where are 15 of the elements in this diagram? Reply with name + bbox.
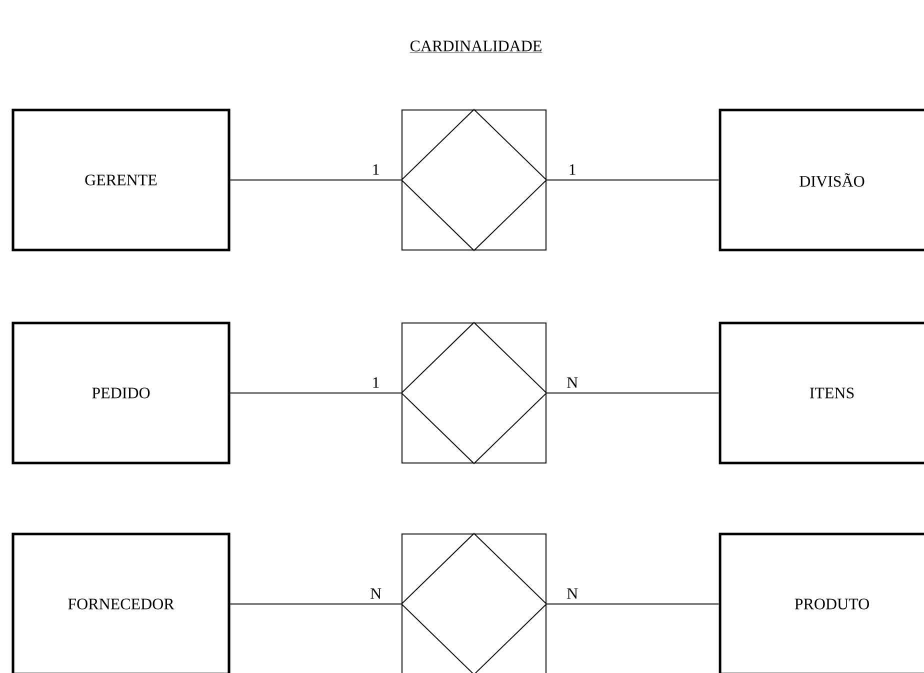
- connector-line: [546, 392, 720, 394]
- cardinality-label: 1: [567, 163, 578, 176]
- cardinality-label: N: [566, 587, 580, 600]
- entity-box: PEDIDO: [12, 322, 230, 464]
- cardinality-label: N: [566, 376, 580, 389]
- entity-box: ITENS: [718, 322, 924, 464]
- cardinality-label: N: [369, 587, 383, 600]
- entity-box: FORNECEDOR: [12, 532, 230, 673]
- entity-box: DIVISÃO: [718, 108, 924, 252]
- entity-box: GERENTE: [12, 108, 230, 252]
- cardinality-label: 1: [370, 163, 381, 176]
- cardinality-label: 1: [370, 376, 381, 389]
- connector-line: [230, 392, 402, 394]
- entity-box: PRODUTO: [718, 532, 924, 673]
- title: CARDINALIDADE: [410, 40, 542, 53]
